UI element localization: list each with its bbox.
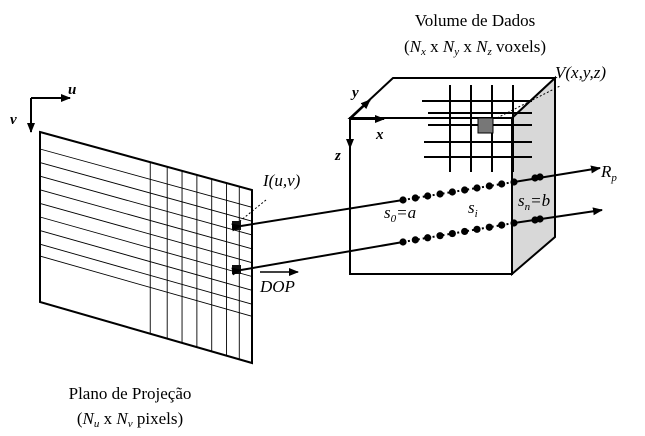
ray-sample-point bbox=[473, 184, 481, 192]
z-axis-label: z bbox=[334, 148, 341, 164]
ray-label: Rp bbox=[600, 162, 617, 184]
sample-sn-label: sn=b bbox=[518, 191, 550, 213]
volume-dimensions: (Nx x Ny x Nz voxels) bbox=[404, 37, 546, 58]
u-axis-label: u bbox=[68, 82, 76, 98]
x-axis-label: x bbox=[375, 127, 384, 143]
ray-sample-point bbox=[473, 225, 481, 233]
ray-sample-point bbox=[485, 223, 493, 231]
ray-sample-point bbox=[436, 190, 444, 198]
pixel-i-uv bbox=[232, 221, 241, 230]
v-axis-label: v bbox=[10, 112, 17, 128]
ray-sample-point bbox=[399, 238, 407, 246]
sample-points bbox=[399, 173, 544, 246]
ray-sample-point bbox=[536, 173, 544, 181]
sample-s0-label: s0=a bbox=[384, 203, 416, 225]
plane-dimensions: (Nu x Nv pixels) bbox=[77, 409, 183, 430]
ray-sample-point bbox=[448, 229, 456, 238]
ray-sample-point bbox=[498, 221, 506, 229]
ray-sample-point bbox=[424, 234, 432, 242]
y-axis-label: y bbox=[350, 85, 359, 101]
ray-sample-point bbox=[461, 186, 469, 194]
rays bbox=[231, 165, 603, 276]
plane-grid-row bbox=[39, 175, 253, 236]
voxel-highlight bbox=[477, 117, 494, 134]
pixel-label: I(u,v) bbox=[262, 171, 301, 190]
plane-grid bbox=[39, 148, 253, 360]
ray-out-2 bbox=[513, 207, 603, 224]
ray-sample-point bbox=[536, 215, 544, 223]
ray-inside-2 bbox=[402, 222, 515, 243]
ray-sample-point bbox=[399, 196, 407, 204]
plane-grid-row bbox=[39, 243, 253, 305]
volume-axes: y x z bbox=[334, 85, 385, 164]
projection-plane bbox=[39, 130, 253, 365]
ray-back-segment-1 bbox=[231, 199, 404, 232]
ray-sample-point bbox=[411, 194, 419, 202]
plane-grid-row bbox=[39, 189, 253, 250]
plane-grid-row bbox=[39, 148, 253, 208]
plane-grid-row bbox=[39, 255, 253, 317]
plane-grid-row bbox=[39, 230, 253, 291]
ray-sample-point bbox=[510, 219, 518, 227]
ray-sample-point bbox=[448, 188, 456, 196]
plane-grid-row bbox=[39, 202, 253, 264]
ray-rp bbox=[513, 165, 601, 183]
volume-cube bbox=[347, 75, 558, 277]
voxel-label: V(x,y,z) bbox=[555, 63, 606, 82]
ray-inside-1 bbox=[402, 181, 515, 201]
pixel-second bbox=[232, 265, 241, 274]
ray-sample-point bbox=[436, 232, 444, 240]
plane-axes: u v bbox=[10, 82, 76, 133]
ray-sample-point bbox=[510, 178, 518, 186]
plane-grid-row bbox=[39, 162, 253, 222]
ray-sample-point bbox=[424, 192, 432, 200]
pixel-pointer bbox=[239, 199, 267, 222]
ray-sample-point bbox=[461, 227, 469, 236]
sample-si-label: si bbox=[468, 198, 478, 220]
ray-sample-point bbox=[485, 182, 493, 190]
plane-grid-row bbox=[39, 216, 253, 277]
ray-sample-point bbox=[411, 236, 419, 244]
volume-title: Volume de Dados bbox=[415, 11, 536, 30]
dop-label: DOP bbox=[259, 277, 295, 296]
ray-back-segment-2 bbox=[231, 241, 404, 276]
plane-title: Plano de Projeção bbox=[69, 384, 192, 403]
ray-sample-point bbox=[498, 180, 506, 188]
